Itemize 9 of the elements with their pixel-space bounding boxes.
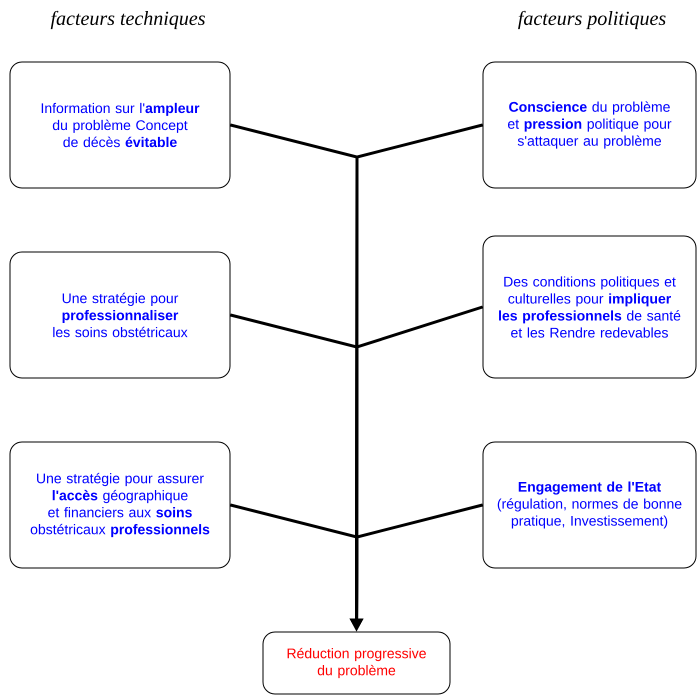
text-box: Une stratégie pour professionnaliser les soins obstétricaux bbox=[10, 252, 230, 378]
heading: facteurs techniques bbox=[50, 10, 205, 30]
text-box: Conscience du problème et pression politique pour s'attaquer au problème bbox=[482, 62, 696, 188]
text-box: Information sur l'ampleur du problème Concept de décès évitable bbox=[10, 62, 230, 188]
heading: facteurs politiques bbox=[518, 10, 666, 30]
text-box: Une stratégie pour assurer l'accès géographique et financiers aux soins obstétricaux professionnels bbox=[10, 442, 230, 568]
text-box: Des conditions politiques et culturelles pour impliquer les professionnels de santé et les Rendre redevables bbox=[482, 236, 696, 378]
text-box: Engagement de l'Etat (régulation, normes de bonne pratique, Investissement) bbox=[482, 442, 696, 568]
text-box: Réduction progressive du problème bbox=[262, 632, 450, 694]
